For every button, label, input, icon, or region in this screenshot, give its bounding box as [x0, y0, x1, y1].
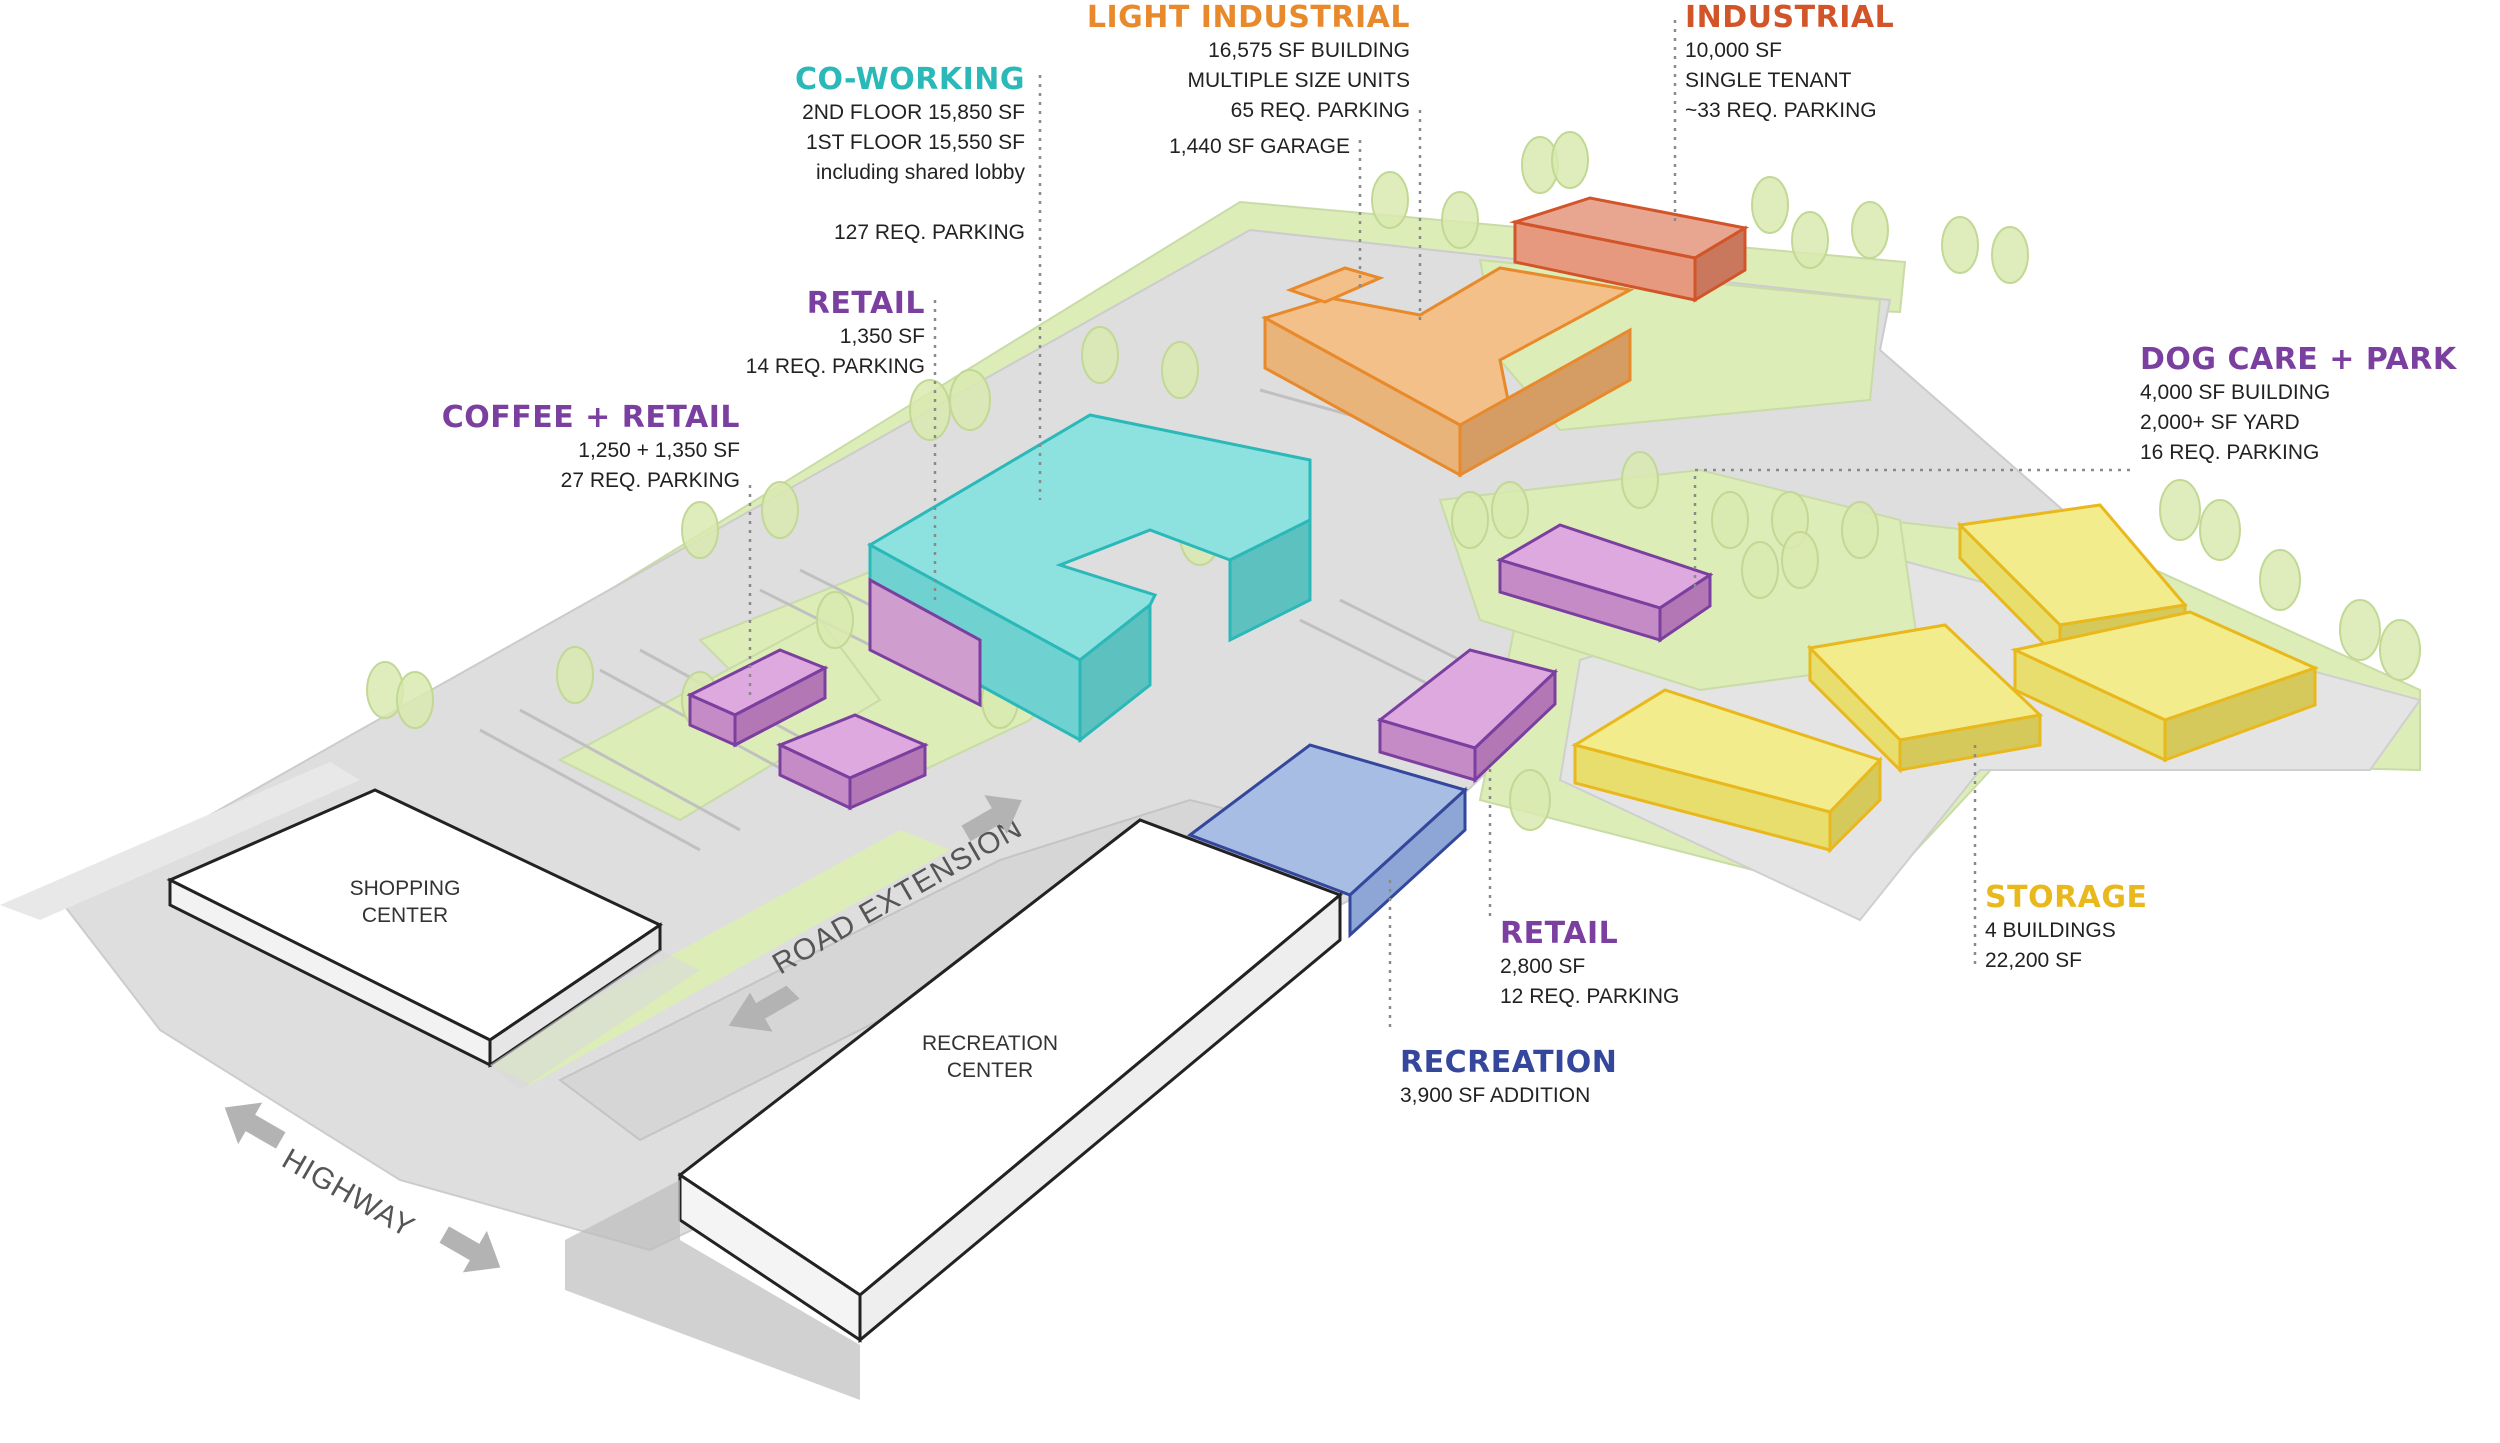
light-industrial-line: 16,575 SF BUILDING — [1208, 39, 1410, 62]
trees — [366, 131, 2421, 831]
recreation-addition — [1186, 743, 1468, 939]
buildings: SHOPPING CENTER RECREATION CENTER — [166, 196, 2320, 1400]
coffee-retail-line: 27 REQ. PARKING — [560, 469, 740, 492]
storage-buildings — [1571, 503, 2320, 854]
garage-label: 1,440 SF GARAGE — [1100, 132, 1350, 162]
industrial-label: INDUSTRIAL 10,000 SF SINGLE TENANT ~33 R… — [1685, 0, 1985, 126]
coffee-retail-label: COFFEE + RETAIL 1,250 + 1,350 SF 27 REQ.… — [420, 400, 740, 496]
retail-south-line: 12 REQ. PARKING — [1500, 985, 1680, 1008]
coworking-line: including shared lobby — [816, 161, 1025, 184]
coworking-line — [760, 188, 1025, 218]
recreation-center-building: RECREATION CENTER — [565, 818, 1343, 1400]
industrial-line: SINGLE TENANT — [1685, 69, 1852, 92]
coworking-title: CO-WORKING — [794, 62, 1025, 97]
retail-south-building — [1376, 648, 1558, 784]
industrial-building — [1509, 196, 1750, 303]
light-industrial-label: LIGHT INDUSTRIAL 16,575 SF BUILDING MULT… — [1060, 0, 1410, 126]
recreation-center-label-line2: CENTER — [947, 1059, 1033, 1082]
light-industrial-building — [1261, 266, 1635, 478]
shopping-center-building: SHOPPING CENTER — [166, 788, 700, 1090]
dog-care-line: 2,000+ SF YARD — [2140, 411, 2300, 434]
recreation-title: RECREATION — [1400, 1045, 1618, 1080]
dog-care-building — [1496, 523, 1714, 643]
coworking-line: 127 REQ. PARKING — [833, 221, 1025, 244]
light-industrial-title: LIGHT INDUSTRIAL — [1086, 0, 1410, 35]
storage-line: 4 BUILDINGS — [1985, 919, 2116, 942]
shopping-center-label-line2: CENTER — [362, 904, 448, 927]
highway-arrow-west-icon — [224, 1102, 286, 1149]
coworking-building — [866, 413, 1312, 744]
industrial-line: ~33 REQ. PARKING — [1685, 99, 1877, 122]
industrial-title: INDUSTRIAL — [1685, 0, 1895, 35]
light-industrial-line: MULTIPLE SIZE UNITS — [1187, 69, 1410, 92]
garage-line: 1,440 SF GARAGE — [1169, 135, 1350, 158]
retail-north-label: RETAIL 1,350 SF 14 REQ. PARKING — [700, 286, 925, 382]
highway-edge — [0, 762, 360, 920]
retail-south-title: RETAIL — [1500, 916, 1619, 951]
dog-care-title: DOG CARE + PARK — [2140, 342, 2457, 377]
site-ground — [0, 200, 2422, 1252]
storage-title: STORAGE — [1985, 880, 2148, 915]
coffee-retail-line: 1,250 + 1,350 SF — [578, 439, 740, 462]
coworking-line: 2ND FLOOR 15,850 SF — [802, 101, 1025, 124]
road-arrow-east-icon — [961, 795, 1022, 842]
industrial-line: 10,000 SF — [1685, 39, 1782, 62]
recreation-center-label-line1: RECREATION — [922, 1032, 1058, 1055]
coffee-retail-buildings — [686, 648, 929, 811]
dog-care-label: DOG CARE + PARK 4,000 SF BUILDING 2,000+… — [2140, 342, 2480, 468]
coworking-label: CO-WORKING 2ND FLOOR 15,850 SF 1ST FLOOR… — [760, 62, 1025, 248]
leader-lines — [748, 20, 2130, 1030]
recreation-label: RECREATION 3,900 SF ADDITION — [1400, 1045, 1680, 1111]
storage-label: STORAGE 4 BUILDINGS 22,200 SF — [1985, 880, 2235, 976]
coworking-line: 1ST FLOOR 15,550 SF — [805, 131, 1025, 154]
storage-line: 22,200 SF — [1985, 949, 2082, 972]
retail-south-label: RETAIL 2,800 SF 12 REQ. PARKING — [1500, 916, 1750, 1012]
coffee-retail-title: COFFEE + RETAIL — [441, 400, 740, 435]
dog-care-line: 16 REQ. PARKING — [2140, 441, 2320, 464]
shopping-center-label-line1: SHOPPING — [350, 877, 461, 900]
retail-south-line: 2,800 SF — [1500, 955, 1586, 978]
dog-care-line: 4,000 SF BUILDING — [2140, 381, 2331, 404]
retail-north-line: 1,350 SF — [839, 325, 925, 348]
retail-north-title: RETAIL — [806, 286, 925, 321]
recreation-line: 3,900 SF ADDITION — [1400, 1084, 1591, 1107]
highway-arrow-east-icon — [439, 1226, 501, 1273]
retail-north-line: 14 REQ. PARKING — [745, 355, 925, 378]
light-industrial-line: 65 REQ. PARKING — [1230, 99, 1410, 122]
road-arrow-west-icon — [728, 985, 800, 1032]
